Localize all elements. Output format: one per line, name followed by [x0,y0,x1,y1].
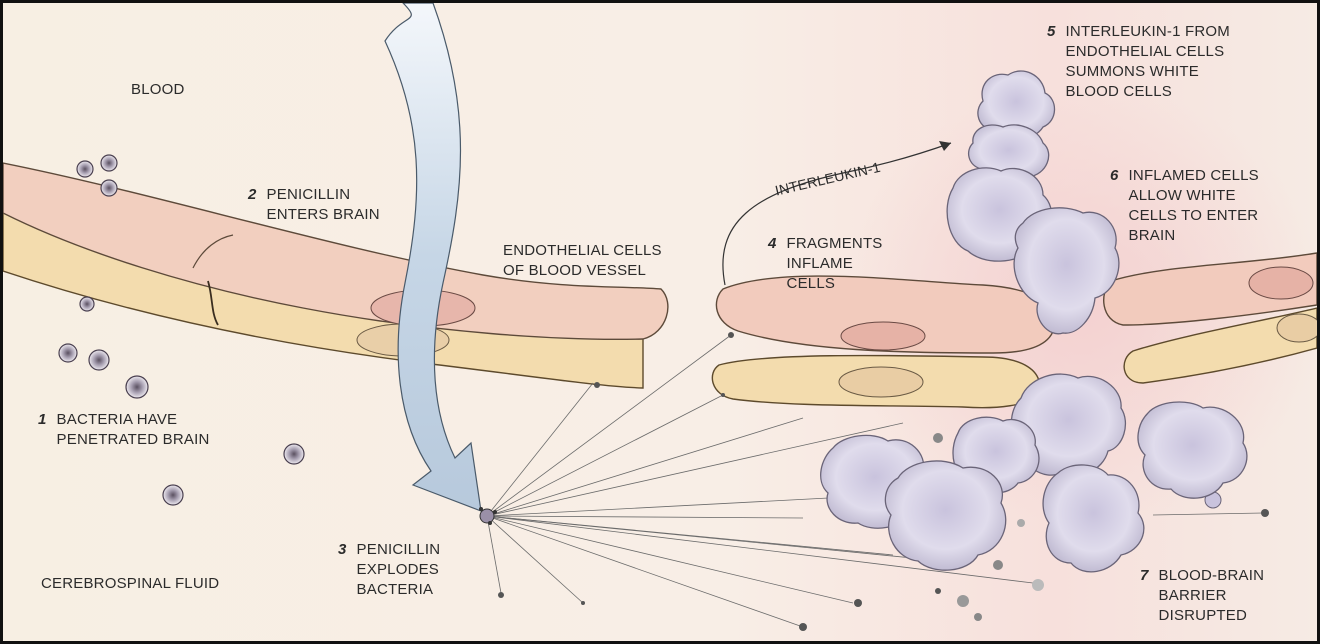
endothelial-label: ENDOTHELIAL CELLS OF BLOOD VESSEL [503,241,662,281]
csf-label: CEREBROSPINAL FLUID [41,574,219,594]
blood-label: BLOOD [131,80,185,100]
